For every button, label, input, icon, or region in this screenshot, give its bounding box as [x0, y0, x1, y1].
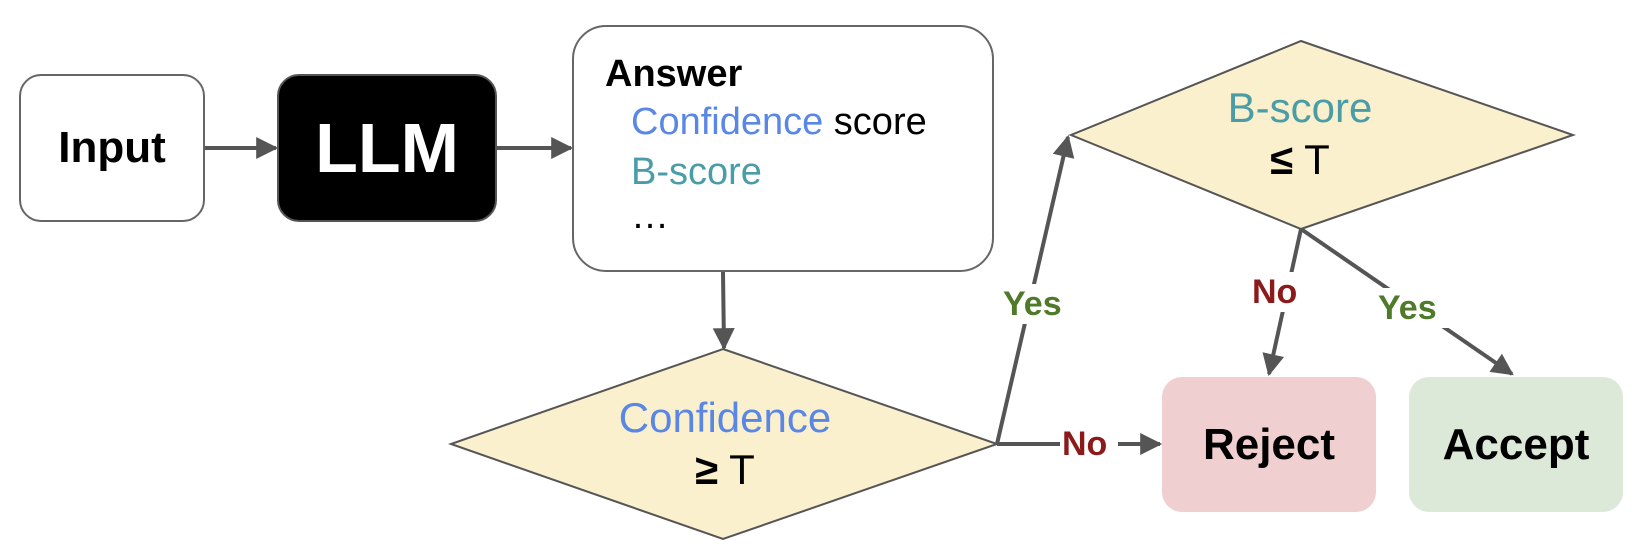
label-backing-conf-yes	[1000, 284, 1074, 324]
bscore-decision-threshold: T	[1293, 136, 1330, 183]
answer-confidence-word: Confidence	[631, 101, 824, 143]
confidence-decision-threshold: T	[718, 446, 755, 493]
label-backing-bscore-no	[1250, 272, 1308, 312]
bscore-decision-label: B-score	[1227, 84, 1373, 131]
answer-ellipsis: …	[631, 195, 669, 237]
accept-node: Accept	[1409, 377, 1623, 512]
label-backing-conf-no	[1060, 424, 1118, 464]
answer-bscore-line: B-score	[631, 151, 762, 193]
answer-confidence-line: Confidence score	[631, 101, 927, 144]
confidence-decision-diamond	[447, 347, 1001, 541]
edge-label-bscore-no: No	[1252, 273, 1298, 311]
edge-label-bscore-yes: Yes	[1378, 289, 1437, 327]
label-backing-bscore-yes	[1375, 288, 1449, 328]
confidence-decision-condition: ≥ T	[605, 444, 845, 496]
confidence-decision-text: Confidence ≥ T	[605, 392, 845, 496]
edge-label-confidence-yes: Yes	[1003, 285, 1062, 323]
answer-node: Answer Confidence score B-score …	[572, 25, 994, 272]
input-node: Input	[19, 74, 205, 222]
bscore-decision-text: B-score ≤ T	[1180, 82, 1420, 186]
answer-title: Answer	[605, 53, 743, 95]
edge-label-confidence-no: No	[1062, 425, 1108, 463]
reject-node: Reject	[1162, 377, 1376, 512]
arrow-answer-to-confidence	[712, 271, 735, 351]
bscore-decision-condition: ≤ T	[1180, 134, 1420, 186]
confidence-decision-symbol: ≥	[695, 446, 719, 493]
llm-node: LLM	[277, 74, 497, 222]
answer-score-word: score	[823, 101, 927, 143]
reject-label: Reject	[1202, 419, 1336, 469]
confidence-decision-label: Confidence	[618, 394, 832, 441]
llm-label: LLM	[315, 109, 459, 187]
accept-label: Accept	[1442, 419, 1590, 469]
input-label: Input	[58, 123, 166, 172]
bscore-decision-symbol: ≤	[1270, 136, 1294, 183]
